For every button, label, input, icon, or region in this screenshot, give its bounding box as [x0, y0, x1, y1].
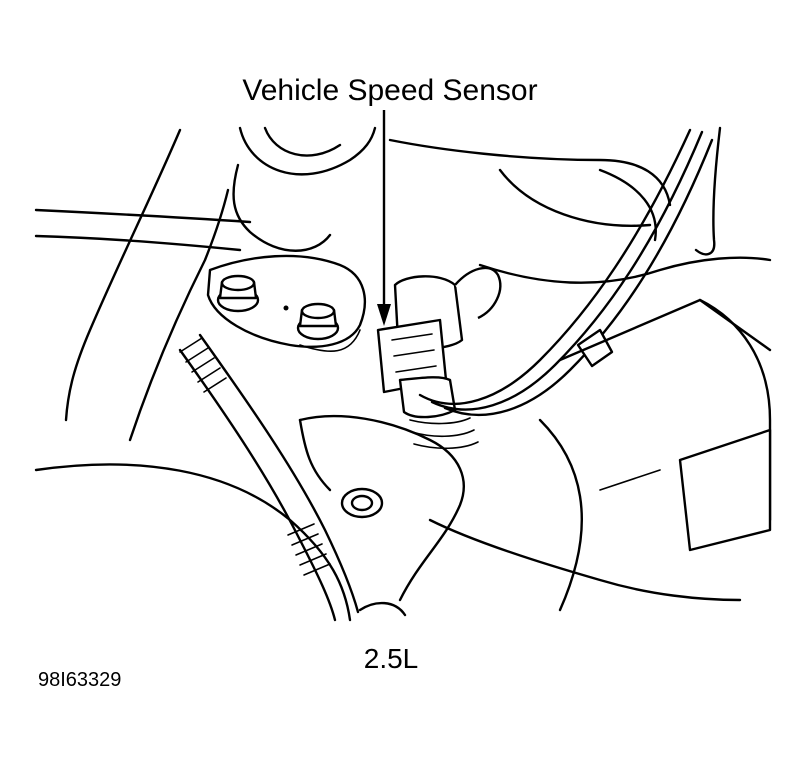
bracket-hole	[283, 305, 289, 311]
wiring-harness	[418, 128, 714, 417]
case-bolt-hole	[340, 487, 384, 519]
transmission-housing	[388, 126, 772, 284]
bolt-head-left	[216, 274, 260, 313]
harness-clip	[576, 328, 614, 368]
right-bracket	[538, 298, 772, 612]
bolt-head-right	[296, 302, 340, 341]
engine-caption: 2.5L	[364, 643, 419, 674]
transmission-case	[298, 414, 742, 617]
sensor-cap	[454, 266, 502, 320]
figure-id: 98I63329	[38, 669, 121, 691]
upper-tube	[232, 126, 377, 252]
vehicle-speed-sensor	[376, 275, 479, 450]
body-panel-left	[34, 128, 352, 622]
ribbed-hose	[178, 333, 360, 622]
callout-label: Vehicle Speed Sensor	[242, 74, 537, 107]
callout-arrow	[377, 110, 391, 326]
